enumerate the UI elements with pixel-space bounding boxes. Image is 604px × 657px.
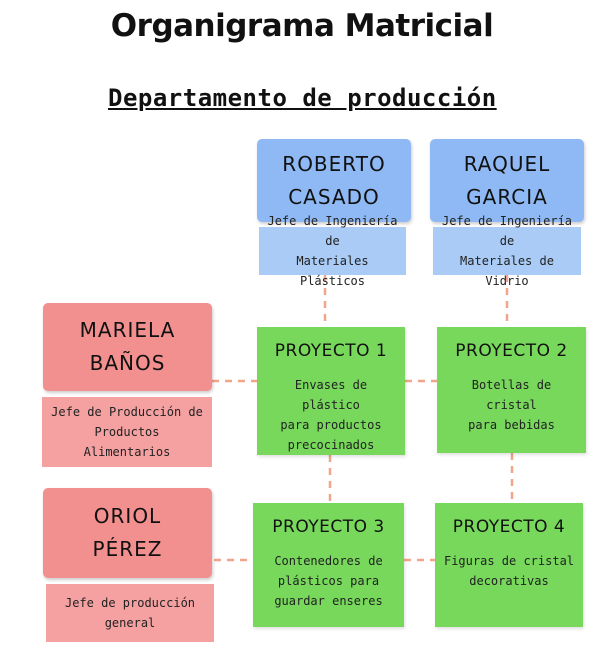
project-1-title: PROYECTO 1	[274, 341, 388, 361]
production-head-mariela-role: Jefe de Producción de Productos Alimenta…	[42, 397, 212, 467]
production-head-mariela-name: MARIELA BAÑOS	[43, 303, 212, 391]
production-head-oriol-name: ORIOL PÉREZ	[43, 488, 212, 578]
project-2-box: PROYECTO 2 Botellas de cristal para bebi…	[437, 327, 586, 453]
project-4-description: Figuras de cristal decorativas	[443, 554, 575, 588]
engineer-roberto-name: ROBERTO CASADO	[257, 139, 411, 222]
engineer-raquel-name: RAQUEL GARCIA	[430, 139, 584, 222]
project-2-title: PROYECTO 2	[455, 341, 568, 361]
project-4-title: PROYECTO 4	[452, 517, 566, 537]
project-4-box: PROYECTO 4 Figuras de cristal decorativa…	[435, 503, 583, 627]
project-3-description: Contenedores de plásticos para guardar e…	[274, 554, 383, 608]
project-3-box: PROYECTO 3 Contenedores de plásticos par…	[253, 503, 404, 627]
page-subtitle: Departamento de producción	[108, 84, 497, 112]
project-1-description: Envases de plástico para productos preco…	[280, 378, 382, 452]
engineer-raquel-role: Jefe de Ingeniería de Materiales de Vidr…	[433, 214, 581, 288]
production-head-oriol-role: Jefe de producción general	[46, 584, 214, 642]
project-2-description: Botellas de cristal para bebidas	[468, 378, 555, 432]
project-3-title: PROYECTO 3	[272, 517, 385, 537]
engineer-roberto-role: Jefe de Ingeniería de Materiales Plástic…	[259, 214, 406, 288]
page-title: Organigrama Matricial	[110, 8, 494, 44]
project-1-box: PROYECTO 1 Envases de plástico para prod…	[257, 327, 405, 455]
